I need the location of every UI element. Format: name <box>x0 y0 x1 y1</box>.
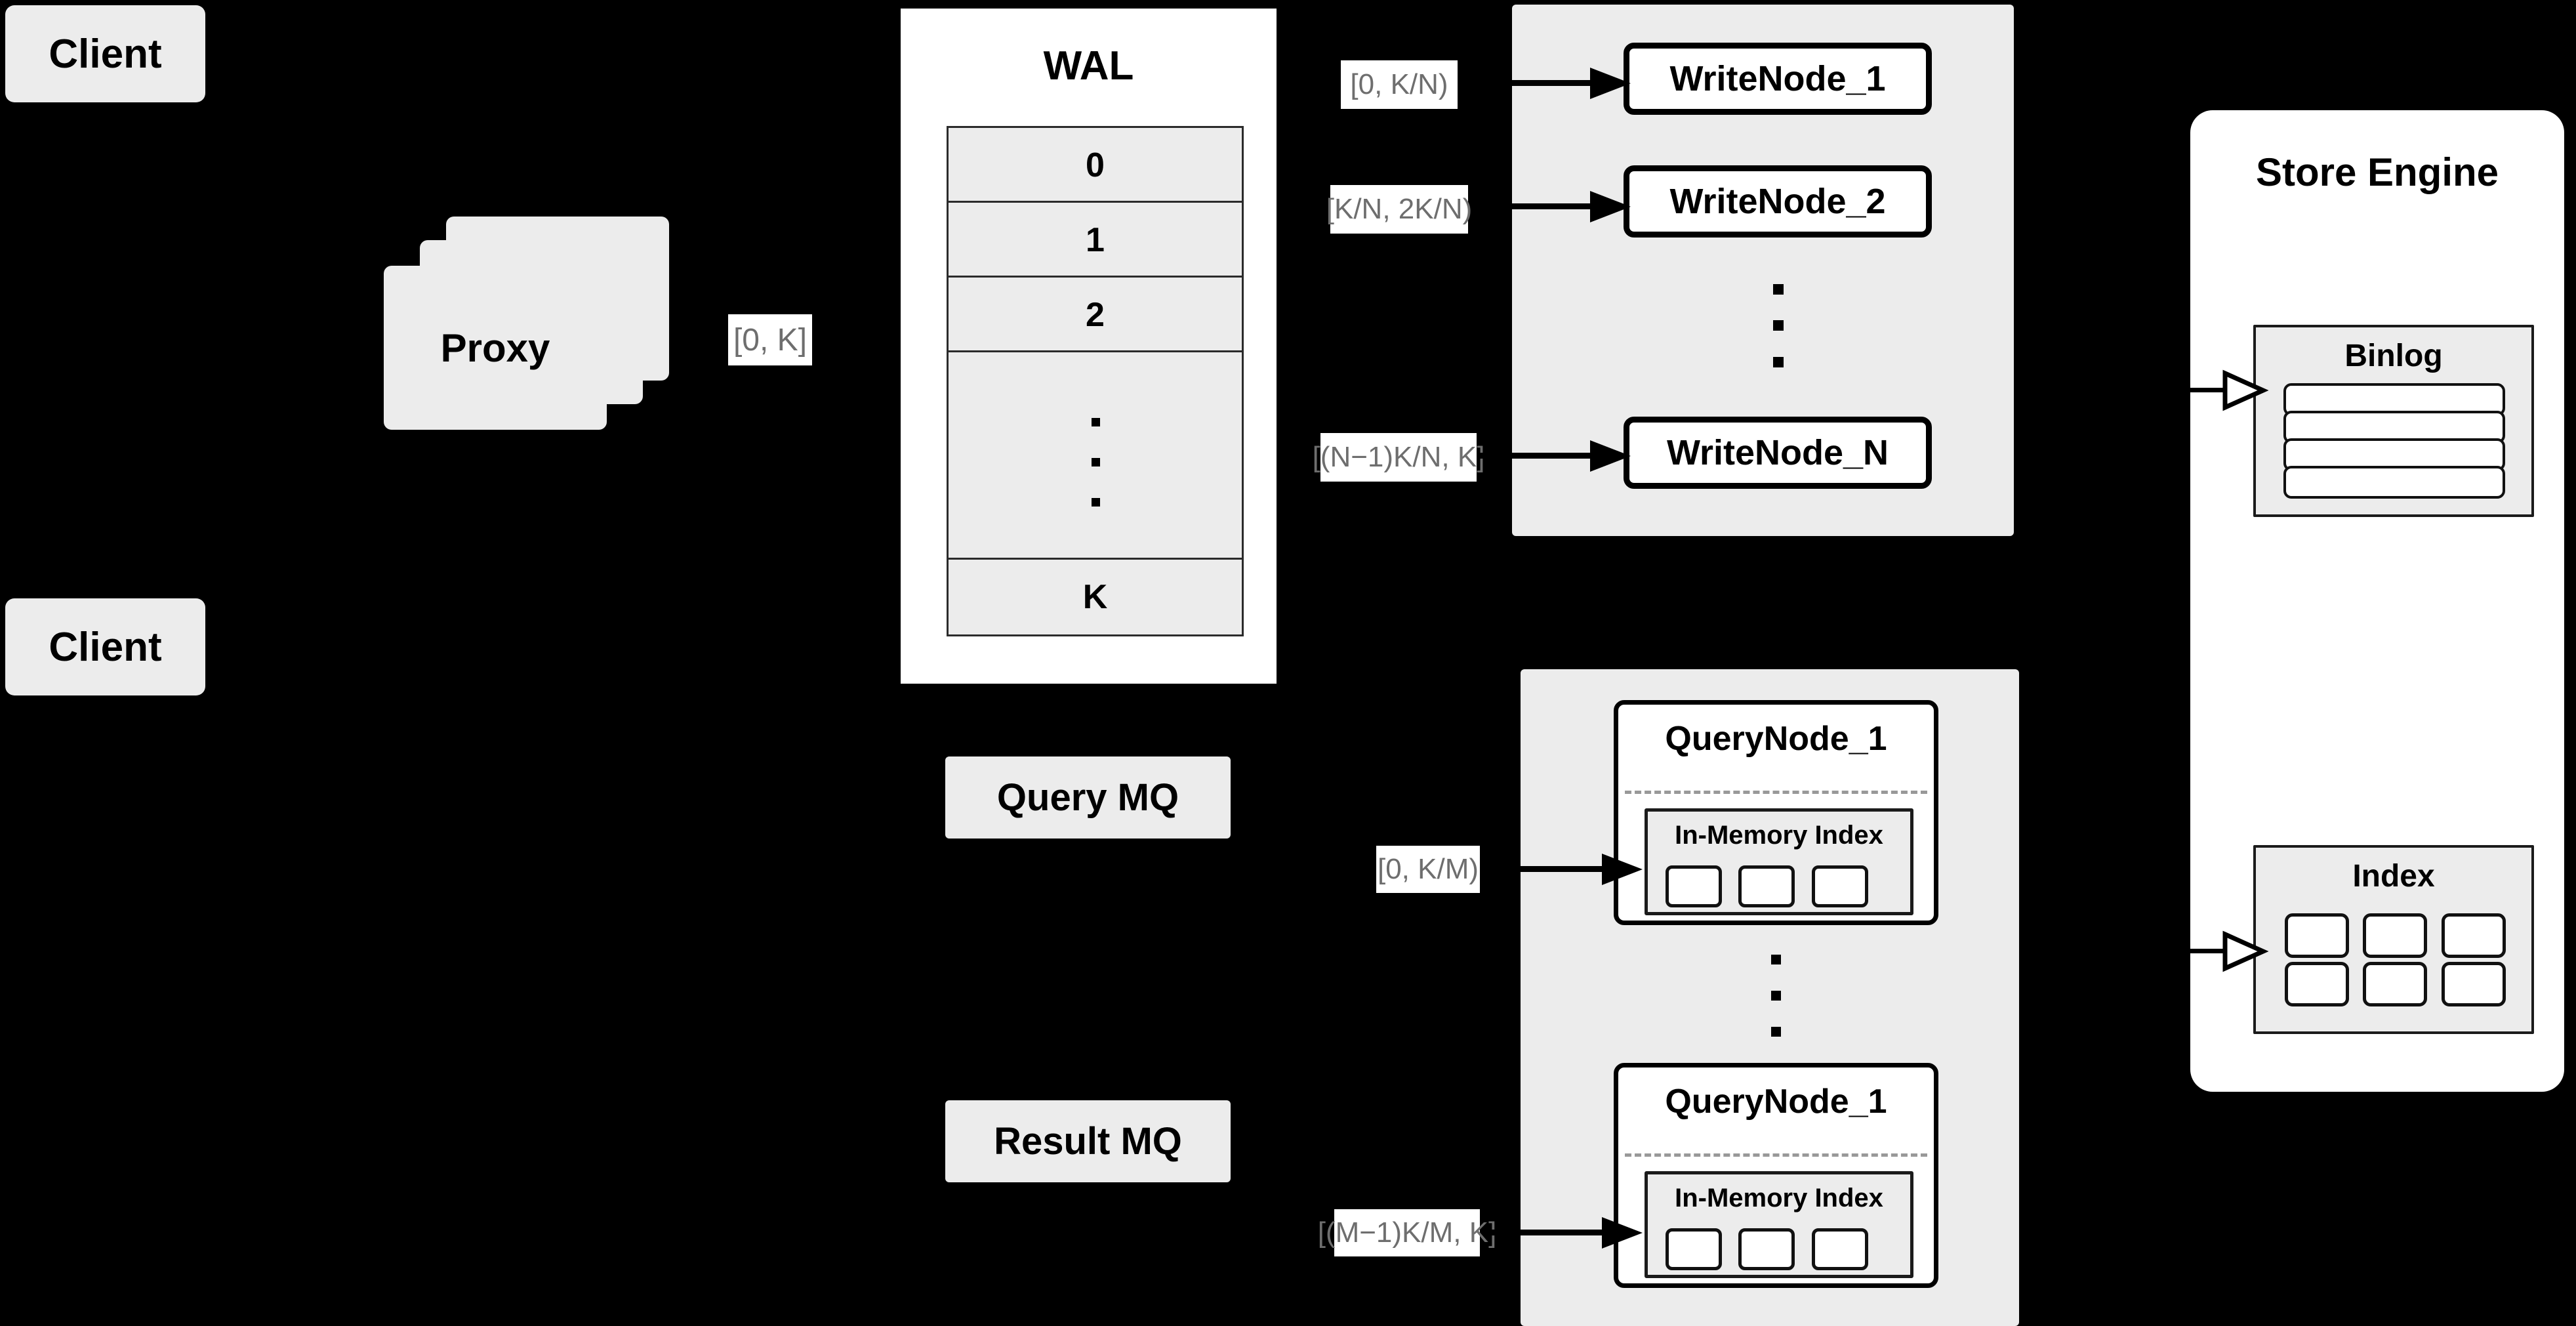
query-node-2-title: QueryNode_1 <box>1665 1083 1887 1121</box>
write-node-2[interactable]: WriteNode_2 <box>1624 165 1932 238</box>
write-arrow-head-n <box>1590 440 1631 472</box>
proxy-range-text: [0, K] <box>733 322 808 358</box>
query-cluster-dot-3 <box>1771 1027 1781 1037</box>
in-memory-index-1-slot-2 <box>1738 865 1795 907</box>
wal-cell-2: 2 <box>947 276 1244 354</box>
write-arrow-line-n <box>1479 453 1595 459</box>
index-cell-5 <box>2363 962 2427 1006</box>
proxy-range-label: [0, K] <box>728 314 812 365</box>
query-mq-label: Query MQ <box>996 776 1179 819</box>
query-node-2-divider <box>1625 1153 1927 1157</box>
wal-ellipsis-dot-3 <box>1092 498 1100 507</box>
wal-cell-0: 0 <box>947 126 1244 205</box>
in-memory-index-1-slot-3 <box>1812 865 1868 907</box>
wal-cell-label-k: K <box>1082 578 1108 616</box>
query-node-1-title: QueryNode_1 <box>1665 720 1887 758</box>
query-node-1[interactable]: QueryNode_1 In-Memory Index <box>1614 700 1938 925</box>
write-range-text-1: [0, K/N) <box>1350 68 1448 100</box>
store-binlog-arrow-head <box>2222 369 2269 411</box>
query-arrow-line-1 <box>1484 866 1608 872</box>
binlog-row-1 <box>2283 383 2505 416</box>
proxy-box[interactable]: Proxy <box>384 266 607 430</box>
write-range-text-2: [K/N, 2K/N) <box>1326 193 1473 225</box>
store-binlog-arrow-line <box>2190 388 2228 392</box>
write-range-label-2: [K/N, 2K/N) <box>1326 185 1472 234</box>
wal-cell-label-2: 2 <box>1086 296 1105 334</box>
wal-ellipsis-dot-2 <box>1092 458 1100 466</box>
query-node-2[interactable]: QueryNode_1 In-Memory Index <box>1614 1063 1938 1288</box>
query-range-label-2: [(M−1)K/M, K] <box>1318 1209 1496 1256</box>
write-node-1[interactable]: WriteNode_1 <box>1624 43 1932 115</box>
write-arrow-line-2 <box>1479 203 1595 209</box>
query-cluster-dot-2 <box>1771 991 1781 1001</box>
wal-container: WAL 0 1 2 K <box>896 4 1281 688</box>
wal-cell-1: 1 <box>947 201 1244 280</box>
query-cluster-dot-1 <box>1771 955 1781 964</box>
query-arrow-head-2 <box>1602 1217 1643 1249</box>
query-arrow-line-2 <box>1484 1230 1608 1235</box>
index-title: Index <box>2352 859 2435 894</box>
write-arrow-line-1 <box>1479 80 1595 86</box>
binlog-row-4 <box>2283 466 2505 499</box>
index-cell-1 <box>2285 913 2349 958</box>
query-node-1-divider <box>1625 791 1927 794</box>
in-memory-index-2: In-Memory Index <box>1645 1171 1913 1278</box>
wal-ellipsis-dot-1 <box>1092 418 1100 426</box>
index-cell-2 <box>2363 913 2427 958</box>
in-memory-index-2-slot-1 <box>1666 1228 1722 1270</box>
index-cell-6 <box>2442 962 2506 1006</box>
index-cell-4 <box>2285 962 2349 1006</box>
store-index-arrow-line <box>2190 949 2228 953</box>
result-mq-label: Result MQ <box>994 1120 1182 1163</box>
query-range-label-1: [0, K/M) <box>1376 846 1480 893</box>
index-box: Index <box>2253 845 2534 1034</box>
in-memory-index-1-title: In-Memory Index <box>1675 821 1883 850</box>
wal-cell-label-1: 1 <box>1086 221 1105 259</box>
in-memory-index-2-title: In-Memory Index <box>1675 1184 1883 1212</box>
query-cluster-panel: QueryNode_1 In-Memory Index QueryNode_1 … <box>1521 669 2019 1326</box>
client-label-1: Client <box>49 31 162 77</box>
write-range-label-n: [(N−1)K/N, K] <box>1313 433 1484 482</box>
proxy-label: Proxy <box>440 325 550 370</box>
wal-cell-label-0: 0 <box>1086 146 1105 184</box>
write-node-n-label: WriteNode_N <box>1666 433 1889 472</box>
in-memory-index-1-slot-1 <box>1666 865 1722 907</box>
write-range-text-n: [(N−1)K/N, K] <box>1312 441 1485 473</box>
query-mq-box[interactable]: Query MQ <box>945 756 1231 839</box>
write-node-2-label: WriteNode_2 <box>1669 182 1886 221</box>
in-memory-index-2-slot-3 <box>1812 1228 1868 1270</box>
wal-title: WAL <box>1043 43 1134 89</box>
write-cluster-dot-1 <box>1773 284 1784 295</box>
in-memory-index-1: In-Memory Index <box>1645 808 1913 915</box>
client-label-2: Client <box>49 624 162 670</box>
client-box-2[interactable]: Client <box>5 598 205 695</box>
store-engine-panel: Store Engine Binlog Index <box>2190 110 2564 1092</box>
query-range-text-1: [0, K/M) <box>1377 853 1479 885</box>
client-box-1[interactable]: Client <box>5 5 205 102</box>
wal-cell-ellipsis <box>947 350 1244 562</box>
store-engine-title: Store Engine <box>2255 150 2499 194</box>
write-cluster-dot-3 <box>1773 357 1784 367</box>
result-mq-box[interactable]: Result MQ <box>945 1100 1231 1182</box>
write-arrow-head-2 <box>1590 191 1631 222</box>
query-range-text-2: [(M−1)K/M, K] <box>1317 1216 1497 1249</box>
write-node-n[interactable]: WriteNode_N <box>1624 417 1932 489</box>
binlog-title: Binlog <box>2344 339 2443 373</box>
store-index-arrow-head <box>2222 930 2269 972</box>
query-arrow-head-1 <box>1602 854 1643 885</box>
write-arrow-head-1 <box>1590 68 1631 99</box>
in-memory-index-2-slot-2 <box>1738 1228 1795 1270</box>
wal-cell-k: K <box>947 558 1244 636</box>
index-cell-3 <box>2442 913 2506 958</box>
write-range-label-1: [0, K/N) <box>1341 60 1458 109</box>
write-node-1-label: WriteNode_1 <box>1669 59 1886 98</box>
write-cluster-dot-2 <box>1773 320 1784 331</box>
binlog-box: Binlog <box>2253 325 2534 517</box>
